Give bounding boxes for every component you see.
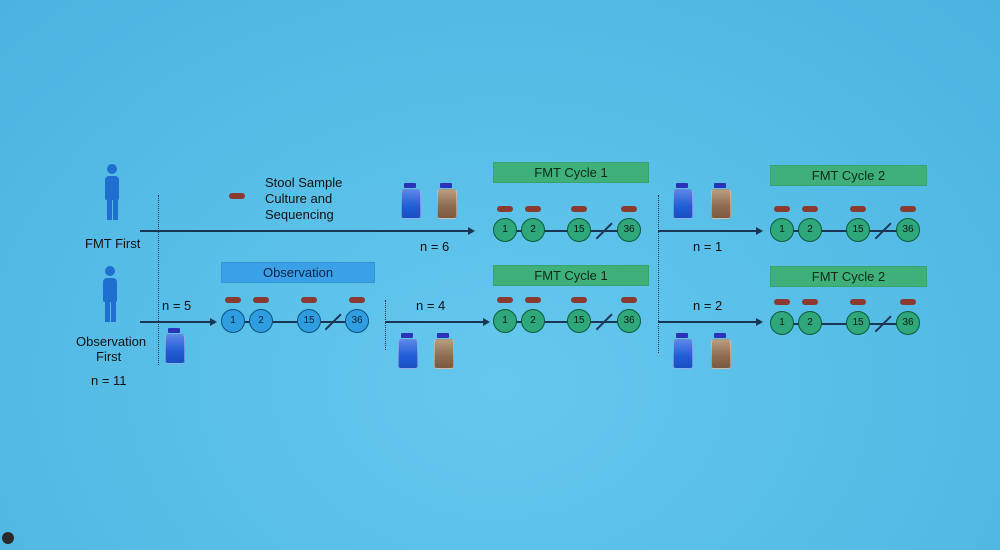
observation-first-person-icon [100,266,120,322]
top-fmt-cycle-2-sample-pill [900,206,916,212]
bottom-fmt-cycle-2-sample-pill [850,299,866,305]
bottom-fmt-cycle-2-connector [782,323,908,325]
fmt-first-label: FMT First [85,236,141,251]
top-fmt-cycle-2-connector [782,230,908,232]
fmt-first-person-icon [102,164,122,220]
bottom-arrow-2 [385,321,485,323]
observation-sample-pill [253,297,269,303]
stool-sample-legend-line1: Stool Sample [265,175,343,190]
bottom-fmt-cycle-1-timepoint-node: 2 [521,309,545,333]
divider-start [158,195,159,365]
top-fmt-cycle-2-sample-pill [802,206,818,212]
observation-first-label-line2: First [96,349,122,364]
observation-connector [233,321,357,323]
corner-badge-icon [2,532,14,544]
stool-sample-legend-line2: Culture and [265,191,333,206]
count-bottom-n4: n = 4 [416,298,446,313]
count-bottom-n5: n = 5 [162,298,192,313]
top-arrow-1-head [468,226,475,235]
bottom-fmt-cycle-1-sample-pill [621,297,637,303]
top-arrow-2-head [756,226,763,235]
count-top-n6: n = 6 [420,239,450,254]
bottom-fmt-cycle-2-sample-pill [900,299,916,305]
bottom-fmt-cycle-1-sample-pill [525,297,541,303]
observation-timepoint-node: 36 [345,309,369,333]
blue-jar-icon [165,328,185,364]
count-bottom-n2: n = 2 [693,298,723,313]
observation-timepoint-node: 1 [221,309,245,333]
bottom-fmt-cycle-2-timepoint-node: 2 [798,311,822,335]
observation-timepoint-node: 15 [297,309,321,333]
top-fmt-cycle-1-timepoint-node: 1 [493,218,517,242]
observation-sample-pill [349,297,365,303]
bottom-fmt-cycle-2-timepoint-node: 36 [896,311,920,335]
bottom-arrow-3-head [756,317,763,326]
fmt-cycle-2-bottom-box: FMT Cycle 2 [770,266,927,287]
brown-jar-icon [437,183,457,219]
bottom-arrow-1 [140,321,212,323]
top-fmt-cycle-1-timepoint-node: 36 [617,218,641,242]
bottom-fmt-cycle-2-sample-pill [802,299,818,305]
bottom-fmt-cycle-2-sample-pill [774,299,790,305]
top-fmt-cycle-1-sample-pill [571,206,587,212]
fmt-cycle-2-top-box: FMT Cycle 2 [770,165,927,186]
bottom-fmt-cycle-1-timepoint-node: 36 [617,309,641,333]
bottom-fmt-cycle-1-sample-pill [571,297,587,303]
bottom-fmt-cycle-1-sample-pill [497,297,513,303]
bottom-arrow-2-head [483,317,490,326]
bottom-fmt-cycle-1-timepoint-node: 15 [567,309,591,333]
top-fmt-cycle-2-timepoint-node: 15 [846,218,870,242]
divider-mid-bottom [385,300,386,350]
top-fmt-cycle-1-sample-pill [621,206,637,212]
top-fmt-cycle-2-sample-pill [774,206,790,212]
observation-timepoint-node: 2 [249,309,273,333]
top-fmt-cycle-1-timepoint-node: 2 [521,218,545,242]
top-fmt-cycle-2-sample-pill [850,206,866,212]
top-fmt-cycle-2-timepoint-node: 1 [770,218,794,242]
observation-first-n: n = 11 [91,373,127,388]
fmt-cycle-1-top-box: FMT Cycle 1 [493,162,649,183]
stool-sample-legend-pill [229,193,245,199]
observation-first-label-line1: Observation [76,334,147,349]
top-fmt-cycle-1-timepoint-node: 15 [567,218,591,242]
top-fmt-cycle-2-timepoint-node: 2 [798,218,822,242]
bottom-fmt-cycle-1-timepoint-node: 1 [493,309,517,333]
count-top-n1: n = 1 [693,239,723,254]
divider-mid-top [658,195,659,353]
bottom-fmt-cycle-2-timepoint-node: 1 [770,311,794,335]
top-fmt-cycle-1-sample-pill [497,206,513,212]
top-fmt-cycle-1-sample-pill [525,206,541,212]
bottom-arrow-3 [658,321,758,323]
fmt-cycle-1-bottom-box: FMT Cycle 1 [493,265,649,286]
observation-sample-pill [301,297,317,303]
observation-sample-pill [225,297,241,303]
brown-jar-icon [711,333,731,369]
brown-jar-icon [711,183,731,219]
observation-box: Observation [221,262,375,283]
bottom-fmt-cycle-2-timepoint-node: 15 [846,311,870,335]
blue-jar-icon [673,333,693,369]
bottom-arrow-1-head [210,317,217,326]
blue-jar-icon [673,183,693,219]
top-fmt-cycle-2-timepoint-node: 36 [896,218,920,242]
stool-sample-legend-line3: Sequencing [265,207,334,222]
top-arrow-1 [140,230,470,232]
blue-jar-icon [401,183,421,219]
blue-jar-icon [398,333,418,369]
top-arrow-2 [658,230,758,232]
brown-jar-icon [434,333,454,369]
